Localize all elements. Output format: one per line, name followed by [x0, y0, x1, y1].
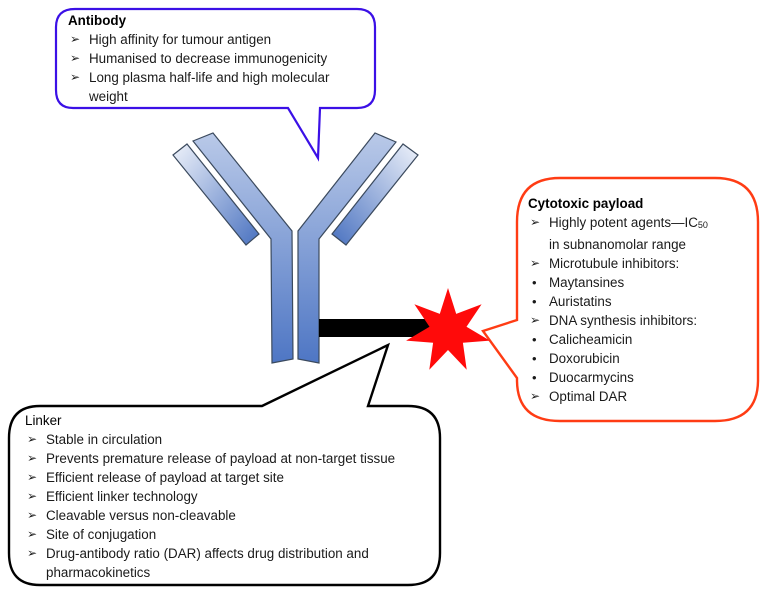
arrow-bullet-icon: ➢: [530, 215, 541, 229]
list-item: ➢ Microtubule inhibitors:: [528, 254, 753, 273]
arrow-bullet-icon: ➢: [70, 70, 81, 84]
item-text: Drug-antibody ratio (DAR) affects drug d…: [46, 546, 369, 580]
arrow-bullet-icon: ➢: [530, 313, 541, 327]
item-text: Prevents premature release of payload at…: [46, 451, 396, 466]
linker-title: Linker: [25, 413, 62, 428]
linker-callout-text: Linker ➢ Stable in circulation ➢ Prevent…: [25, 411, 435, 582]
antibody-title: Antibody: [68, 13, 127, 28]
payload-star: [406, 288, 490, 370]
arrow-bullet-icon: ➢: [27, 546, 38, 560]
arrow-bullet-icon: ➢: [27, 432, 38, 446]
item-text: Calicheamicin: [549, 332, 633, 347]
linker-bar: [319, 319, 431, 337]
antibody-callout-text: Antibody ➢ High affinity for tumour anti…: [68, 11, 368, 106]
right-heavy-chain: [297, 132, 397, 364]
bullet-dot-icon: •: [532, 351, 537, 366]
list-item: ➢ Site of conjugation: [25, 525, 435, 544]
arrow-bullet-icon: ➢: [27, 489, 38, 503]
arrow-bullet-icon: ➢: [27, 451, 38, 465]
list-item: • Doxorubicin: [528, 349, 753, 368]
list-item: ➢ Stable in circulation: [25, 430, 435, 449]
list-item: ➢ Prevents premature release of payload …: [25, 449, 435, 468]
item-text: Efficient linker technology: [46, 489, 198, 504]
payload-title: Cytotoxic payload: [528, 196, 644, 211]
item-text: DNA synthesis inhibitors:: [549, 313, 698, 328]
bullet-dot-icon: •: [532, 332, 537, 347]
arrow-bullet-icon: ➢: [27, 470, 38, 484]
bullet-dot-icon: •: [532, 370, 537, 385]
list-item: ➢ Drug-antibody ratio (DAR) affects drug…: [25, 544, 406, 582]
item-text: High affinity for tumour antigen: [89, 32, 272, 47]
item-text: Maytansines: [549, 275, 625, 290]
item-text: Cleavable versus non-cleavable: [46, 508, 236, 523]
list-item: ➢ High affinity for tumour antigen: [68, 30, 368, 49]
list-item: ➢ Optimal DAR: [528, 387, 753, 406]
item-text: Doxorubicin: [549, 351, 620, 366]
item-text: Efficient release of payload at target s…: [46, 470, 284, 485]
list-item: ➢ DNA synthesis inhibitors:: [528, 311, 753, 330]
list-item: ➢ Cleavable versus non-cleavable: [25, 506, 435, 525]
list-item: • Maytansines: [528, 273, 753, 292]
list-item: ➢ Humanised to decrease immunogenicity: [68, 49, 368, 68]
left-heavy-chain: [192, 132, 294, 364]
linker-callout: [7, 342, 442, 587]
bullet-dot-icon: •: [532, 294, 537, 309]
arrow-bullet-icon: ➢: [530, 389, 541, 403]
payload-callout: [481, 176, 760, 423]
right-light-chain: [331, 143, 419, 246]
subscript: 50: [697, 220, 708, 230]
item-text: Highly potent agents—IC: [549, 215, 698, 230]
bullet-dot-icon: •: [532, 275, 537, 290]
antibody-callout: [54, 7, 377, 162]
arrow-bullet-icon: ➢: [27, 508, 38, 522]
antibody-graphic: [172, 132, 419, 364]
item-text: Site of conjugation: [46, 527, 157, 542]
item-text: Optimal DAR: [549, 389, 628, 404]
payload-callout-text: Cytotoxic payload ➢ Highly potent agents…: [528, 194, 753, 406]
list-item: • Auristatins: [528, 292, 753, 311]
item-text: Duocarmycins: [549, 370, 634, 385]
list-item: ➢ Long plasma half-life and high molecul…: [68, 68, 359, 106]
item-text: Humanised to decrease immunogenicity: [89, 51, 328, 66]
arrow-bullet-icon: ➢: [27, 527, 38, 541]
item-text: Auristatins: [549, 294, 612, 309]
item-text: Microtubule inhibitors:: [549, 256, 680, 271]
item-text: Stable in circulation: [46, 432, 163, 447]
list-item: • Duocarmycins: [528, 368, 753, 387]
arrow-bullet-icon: ➢: [70, 32, 81, 46]
list-item: ➢ Highly potent agents—IC50 in subnanomo…: [528, 213, 753, 254]
item-text: Long plasma half-life and high molecular…: [89, 70, 330, 104]
list-item: • Calicheamicin: [528, 330, 753, 349]
list-item: ➢ Efficient release of payload at target…: [25, 468, 435, 487]
arrow-bullet-icon: ➢: [530, 256, 541, 270]
item-text-continued: in subnanomolar range: [549, 237, 686, 252]
list-item: ➢ Efficient linker technology: [25, 487, 435, 506]
arrow-bullet-icon: ➢: [70, 51, 81, 65]
left-light-chain: [172, 143, 260, 246]
